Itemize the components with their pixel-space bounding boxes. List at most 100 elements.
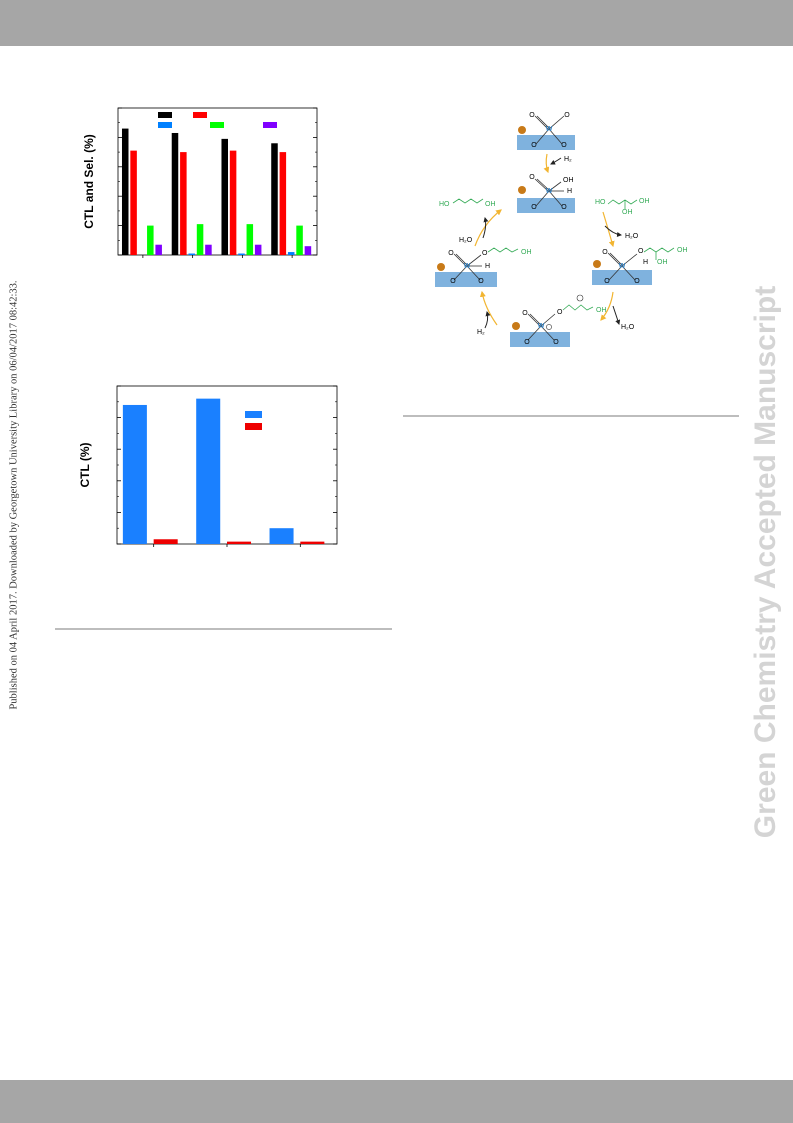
metal-particle-icon: [518, 126, 526, 134]
o-atom-label: O: [531, 204, 537, 211]
bar: [296, 225, 303, 255]
w-atom-label: W: [619, 263, 626, 270]
chart2-y-axis-label: CTL (%): [78, 442, 92, 487]
bar: [229, 150, 237, 255]
o-atom-label: O: [450, 278, 456, 285]
o-atom-label: O: [561, 142, 567, 149]
bar: [271, 143, 278, 255]
bar: [205, 244, 212, 255]
chart1-y-axis-label: CTL and Sel. (%): [82, 134, 96, 228]
o-atom-label: O: [531, 142, 537, 149]
oh-label: OH: [596, 307, 607, 314]
bar: [221, 138, 228, 255]
w-atom-label: W: [546, 126, 553, 133]
o-atom-label: O: [564, 112, 570, 119]
bottom-footer-band: [0, 1080, 793, 1123]
bar: [300, 541, 325, 544]
w-atom-label: W: [464, 263, 471, 270]
bar: [153, 539, 178, 544]
site-w-hydroxy-hydride: W O OH H O O: [517, 174, 575, 213]
o-atom-label: O: [478, 278, 484, 285]
o-atom-label: O: [448, 250, 454, 257]
h2o-label: H₂O: [625, 233, 639, 240]
bar: [155, 244, 162, 255]
bar: [227, 541, 252, 544]
chart2-plot-area: [116, 385, 338, 547]
legend-swatch: [245, 411, 262, 418]
support-slab: [517, 135, 575, 150]
left-column-divider: [55, 628, 392, 630]
legend-swatch: [158, 112, 172, 118]
bar: [188, 253, 195, 255]
legend-swatch: [245, 423, 262, 430]
support-slab: [510, 332, 570, 347]
o-atom-label: O: [604, 278, 610, 285]
bar: [196, 398, 221, 544]
o-atom-label: O: [634, 278, 640, 285]
support-slab: [517, 198, 575, 213]
site-w-alkoxide-hydride: W O O H OH O O: [435, 247, 532, 287]
h2-label: H₂: [477, 329, 485, 336]
metal-particle-icon: [518, 186, 526, 194]
legend-swatch: [158, 122, 172, 128]
top-header-band: [0, 0, 793, 46]
chart1-plot-area: [117, 107, 318, 258]
download-note-text: Published on 04 April 2017. Downloaded b…: [8, 280, 20, 710]
bar: [121, 128, 129, 255]
o-atom-label: O: [522, 310, 528, 317]
bar: [171, 132, 179, 255]
metal-particle-icon: [512, 322, 520, 330]
bar: [304, 246, 312, 255]
site-w-dioxo: W O O O O: [517, 112, 575, 150]
w-atom-label: W: [546, 188, 553, 195]
h2-label: H₂: [564, 156, 572, 163]
bar: [254, 244, 262, 255]
catalytic-cycle-scheme: W O O O O H₂ W O OH H O O HO OH OH H₂O: [435, 112, 688, 347]
o-atom-label: O: [561, 204, 567, 211]
site-w-glyceroxide: W O O OH OH H O O: [592, 247, 688, 285]
oh-label: OH: [622, 209, 633, 216]
oh-label: OH: [657, 259, 668, 266]
charge-circle-icon: [546, 324, 552, 330]
site-w-anionic: W O O OH O O: [510, 294, 607, 347]
bar: [196, 224, 204, 255]
legend-swatch: [263, 122, 277, 128]
bar: [269, 528, 294, 544]
oh-label: OH: [485, 201, 496, 208]
glycerol-molecule: HO OH OH: [595, 198, 650, 216]
bar: [130, 150, 137, 255]
o-atom-label: O: [553, 339, 559, 346]
legend-swatch: [193, 112, 207, 118]
h2o-label: H₂O: [621, 324, 635, 331]
download-note: Published on 04 April 2017. Downloaded b…: [0, 0, 30, 1123]
ho-label: HO: [595, 199, 606, 206]
o-atom-label: O: [524, 339, 530, 346]
o-atom-label: O: [529, 112, 535, 119]
propanediol-molecule: HO OH: [439, 198, 496, 208]
bar: [246, 224, 254, 255]
metal-particle-icon: [593, 260, 601, 268]
oh-label: OH: [521, 249, 532, 256]
oh-label: OH: [563, 177, 574, 184]
bar: [180, 152, 187, 255]
support-slab: [592, 270, 652, 285]
metal-particle-icon: [437, 263, 445, 271]
support-slab: [435, 272, 497, 287]
charge-circle-icon: [576, 294, 584, 302]
accepted-manuscript-watermark: Green Chemistry Accepted Manuscript: [742, 0, 790, 1123]
bar: [147, 225, 154, 255]
watermark-text: Green Chemistry Accepted Manuscript: [749, 285, 782, 839]
w-atom-label: W: [538, 323, 545, 330]
o-atom-label: O: [638, 248, 644, 255]
h-label: H: [643, 259, 648, 266]
o-atom-label: O: [557, 309, 563, 316]
chart-ctl: CTL (%): [78, 385, 338, 547]
bar: [238, 253, 245, 255]
oh-label: OH: [639, 198, 650, 205]
bar: [122, 404, 147, 544]
h-label: H: [567, 188, 572, 195]
legend-swatch: [210, 122, 224, 128]
chart-conversion-selectivity: CTL and Sel. (%): [82, 107, 318, 258]
h2o-label: H₂O: [459, 237, 473, 244]
h-label: H: [485, 263, 490, 270]
